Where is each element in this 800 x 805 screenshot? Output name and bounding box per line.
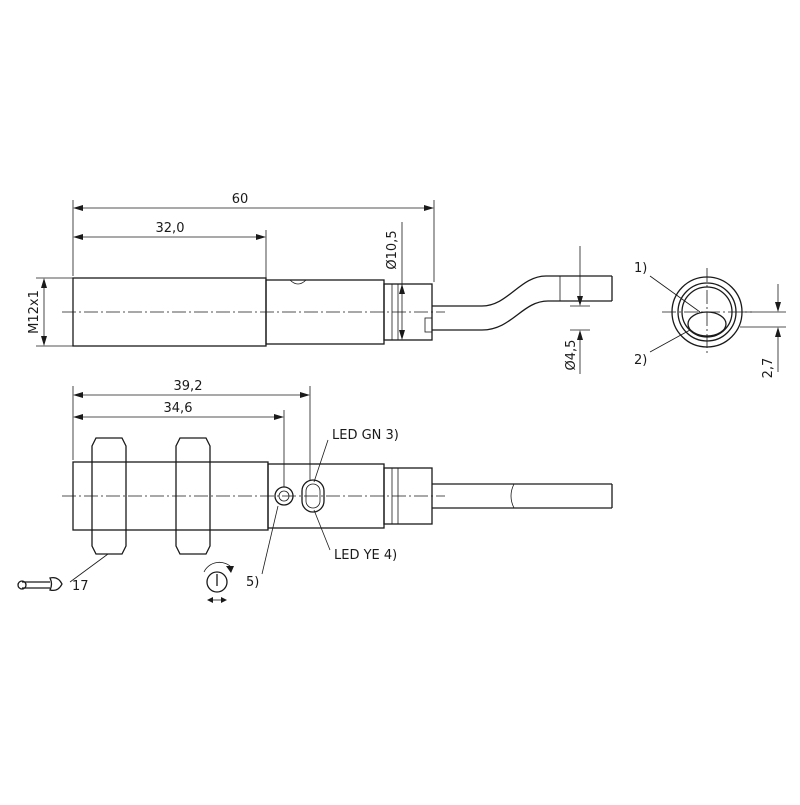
callout-1: 1) [634, 261, 647, 276]
hex-nut-2 [175, 437, 211, 555]
dim-wrench-size: 17 [72, 579, 89, 594]
bottom-view: 39,2 34,6 LED GN 3) LED YE 4) 5) 17 [17, 379, 613, 603]
dim-led-offset-2: 34,6 [164, 401, 193, 416]
dim-overall-length: 60 [232, 192, 249, 207]
label-led-ye: LED YE 4) [334, 548, 397, 563]
cable-bottom [432, 300, 612, 331]
wrench-icon [17, 576, 63, 592]
dim-cable-diameter: Ø4,5 [564, 340, 579, 371]
top-view: 60 32,0 M12x1 Ø10,5 Ø4,5 [27, 192, 613, 374]
hex-nut-1 [91, 437, 127, 555]
dim-body-diameter: Ø10,5 [385, 230, 400, 269]
callout-5: 5) [246, 575, 259, 590]
front-view: 1) 2) 2,7 [634, 261, 786, 378]
potentiometer-icon [203, 561, 234, 603]
dim-optic-offset: 2,7 [761, 358, 776, 379]
body-notch [289, 279, 307, 285]
cable-top [432, 275, 612, 307]
dim-led-offset-1: 39,2 [174, 379, 203, 394]
dim-thread-length: 32,0 [156, 221, 185, 236]
dim-thread: M12x1 [27, 290, 42, 334]
label-led-gn: LED GN 3) [332, 428, 399, 443]
callout-2: 2) [634, 353, 647, 368]
led-window [301, 479, 325, 513]
